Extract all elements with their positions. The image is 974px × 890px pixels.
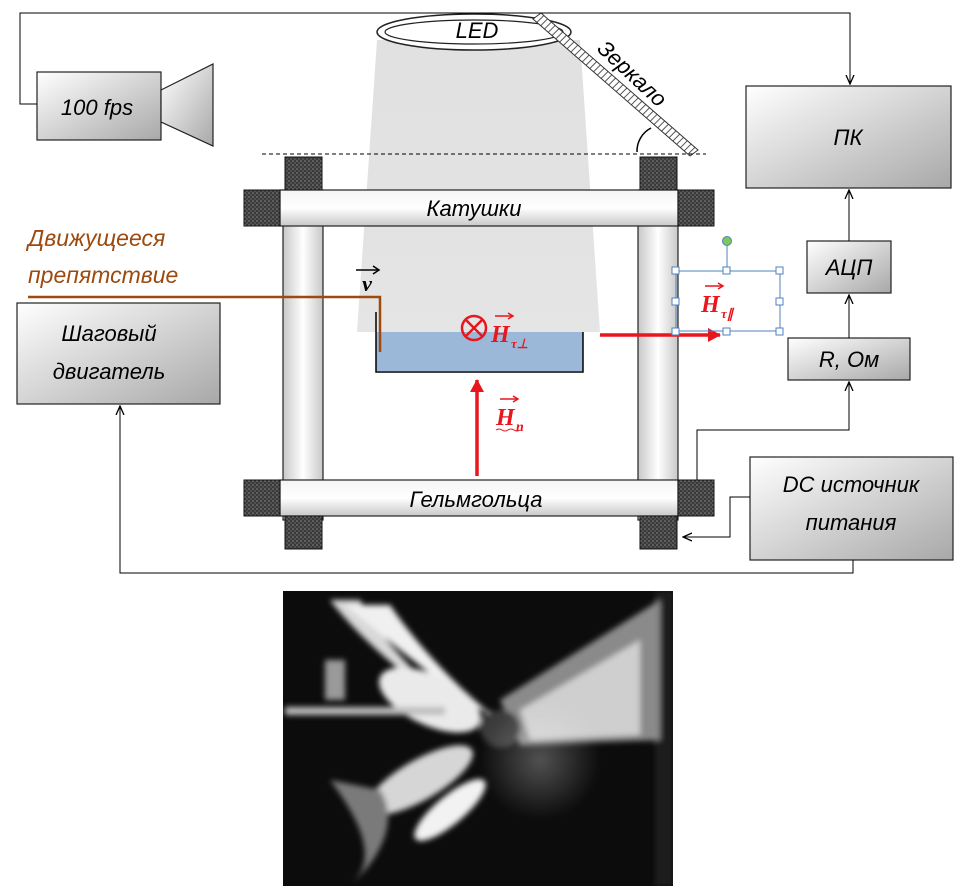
led-lamp: LED <box>376 13 572 51</box>
coil-post-left <box>282 189 324 521</box>
experiment-photo <box>283 591 673 886</box>
camera-label: 100 fps <box>61 95 133 120</box>
coil-post-right <box>637 189 679 521</box>
obstacle-label-line1: Движущееся <box>25 225 165 251</box>
h-tau-perp-label: H <box>490 322 511 348</box>
coil-winding <box>639 515 678 550</box>
coil-winding <box>284 515 323 550</box>
h-n-label: H <box>495 405 516 431</box>
dc-source-to-coil-wire <box>683 496 750 537</box>
into-page-icon <box>460 314 488 342</box>
velocity-vector: v <box>356 265 381 296</box>
coil-winding <box>243 479 281 517</box>
coil-to-resistance-wire <box>696 382 849 484</box>
resize-handle[interactable] <box>671 266 680 275</box>
coil-winding <box>639 156 678 191</box>
coil-winding <box>677 479 715 517</box>
camera: 100 fps <box>36 63 214 147</box>
resistance-label: R, Ом <box>819 347 879 372</box>
velocity-label: v <box>362 271 372 296</box>
resistance-box: R, Ом <box>787 337 911 381</box>
coil-winding <box>284 156 323 191</box>
helmholtz-coils: Катушки Гельмгольца <box>243 156 715 550</box>
field-h-tau-perp: H τ⊥ <box>460 312 528 351</box>
rotate-handle[interactable] <box>722 236 732 246</box>
h-tau-par-subscript: τ∥ <box>721 306 735 322</box>
resize-handle[interactable] <box>722 266 731 275</box>
adc-box: АЦП <box>806 240 892 294</box>
led-label: LED <box>456 18 499 43</box>
resize-handle[interactable] <box>671 327 680 336</box>
h-tau-parallel-textbox[interactable]: H τ∥ <box>671 236 784 336</box>
coil-top-bar <box>279 189 679 227</box>
obstacle-rod <box>28 295 382 352</box>
resize-handle[interactable] <box>775 266 784 275</box>
coils-label-top: Катушки <box>427 196 522 221</box>
stepper-motor-box: Шаговый двигатель <box>16 302 221 405</box>
pc-label: ПК <box>834 125 864 150</box>
obstacle-label-line2: препятствие <box>28 262 178 288</box>
stepper-label-line2: двигатель <box>53 359 166 384</box>
adc-label: АЦП <box>824 255 873 280</box>
dc-source-label-line2: питания <box>806 510 897 535</box>
pc-box: ПК <box>745 85 952 189</box>
light-beam <box>357 40 600 332</box>
coil-winding <box>243 189 281 227</box>
resize-handle[interactable] <box>775 327 784 336</box>
dc-source-box: DC источник питания <box>749 456 954 561</box>
dc-source-to-stepper-wire <box>120 406 854 574</box>
resize-handle[interactable] <box>671 297 680 306</box>
coils-label-bottom: Гельмгольца <box>410 487 543 512</box>
resize-handle[interactable] <box>775 297 784 306</box>
field-h-n: H n <box>495 395 524 435</box>
stepper-label-line1: Шаговый <box>61 321 156 346</box>
dc-source-label-line1: DC источник <box>783 472 921 497</box>
camera-to-pc-wire <box>19 12 850 105</box>
mirror-angle-arc <box>636 127 652 153</box>
coil-winding <box>677 189 715 227</box>
h-tau-perp-subscript: τ⊥ <box>511 336 528 351</box>
moving-obstacle: Движущееся препятствие <box>25 225 382 352</box>
resize-handle[interactable] <box>722 327 731 336</box>
h-n-subscript: n <box>516 420 524 435</box>
h-tau-par-label: H <box>700 292 721 318</box>
